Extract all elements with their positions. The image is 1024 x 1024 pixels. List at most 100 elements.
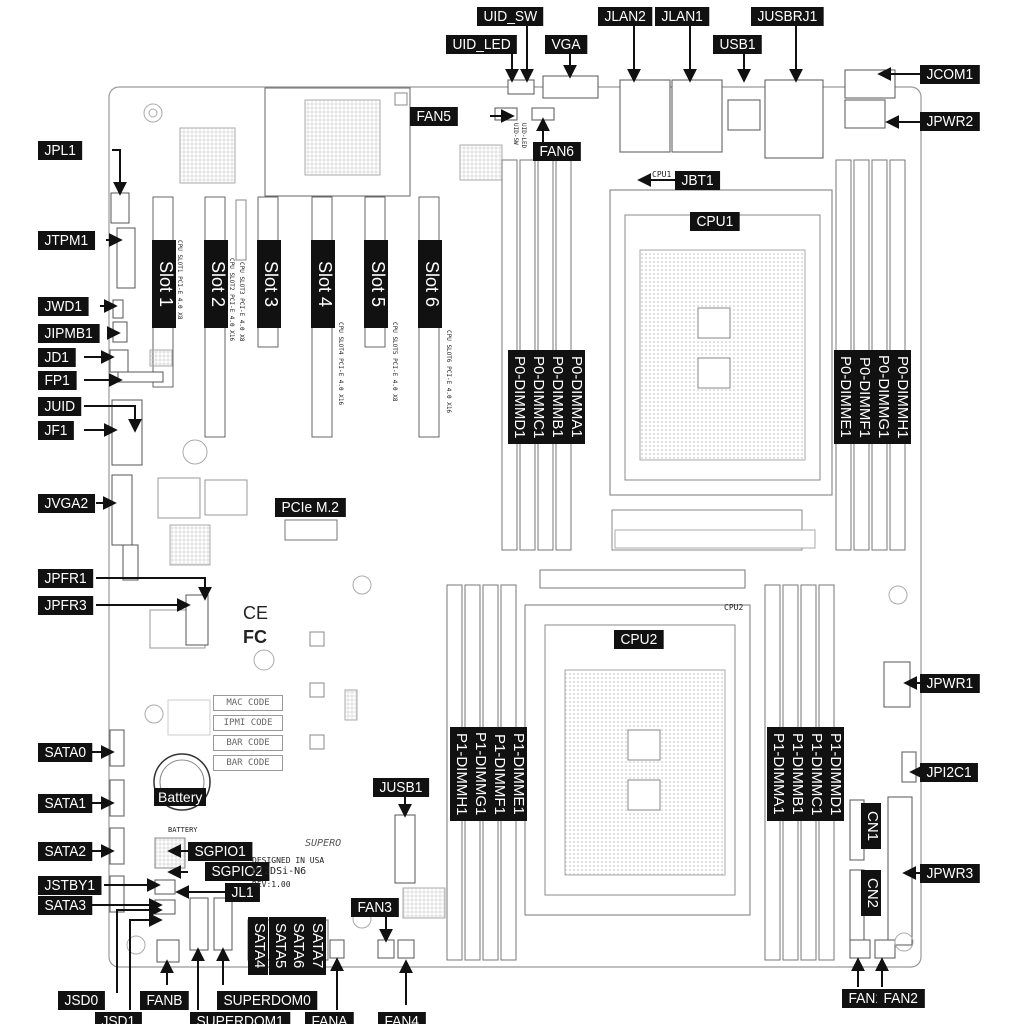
label-jl1: JL1 — [225, 883, 261, 902]
label-cpu1: CPU1 — [690, 212, 740, 231]
silk-uid-sw: UID-SW — [512, 123, 519, 145]
label-jlan1: JLAN1 — [655, 7, 710, 26]
jlan1-port — [671, 79, 723, 153]
label-fan3: FAN3 — [351, 898, 399, 917]
label-p0-dimma1: P0-DIMMA1 — [565, 350, 585, 444]
silk-slot-1: CPU SLOT1 PCI-E 4.0 X8 — [176, 240, 183, 320]
label-p1-dimma1: P1-DIMMA1 — [767, 727, 787, 821]
label-fan6: FAN6 — [533, 142, 581, 161]
jusbrj1-port — [764, 79, 824, 159]
label-cn2: CN2 — [861, 870, 881, 916]
label-jpwr2: JPWR2 — [920, 112, 980, 131]
label-fan5: FAN5 — [410, 107, 458, 126]
label-p0-dimmd1: P0-DIMMD1 — [508, 350, 528, 444]
jpwr1-connector — [883, 661, 911, 708]
label-usb1: USB1 — [713, 35, 762, 54]
label-fan4: FAN4 — [378, 1012, 426, 1024]
label-sgpio2: SGPIO2 — [205, 862, 270, 881]
label-battery: Battery — [154, 788, 207, 806]
fcc-mark: FC — [243, 627, 267, 647]
m2-connector — [284, 519, 338, 541]
label-juid: JUID — [38, 397, 82, 416]
jusb1-header — [394, 814, 416, 884]
jlan2-port — [619, 79, 671, 153]
label-jpfr1: JPFR1 — [38, 569, 94, 588]
label-superdom0: SUPERDOM0 — [217, 991, 318, 1010]
label-jlan2: JLAN2 — [598, 7, 653, 26]
ipmi-code-box: IPMI CODE — [213, 715, 283, 731]
label-slot-5: Slot 5 — [364, 240, 388, 328]
silk-rev: REV:1.00 — [252, 880, 291, 889]
vga-port — [542, 75, 599, 99]
cpu2-socket — [524, 604, 751, 916]
silk-slot-3: CPU SLOT3 PCI-E 4.0 X8 — [238, 262, 245, 342]
jpwr3-connector — [887, 796, 913, 946]
silk-slot-5: CPU SLOT5 PCI-E 4.0 X8 — [391, 322, 398, 402]
label-uid-sw: UID_SW — [477, 7, 544, 26]
label-p1-dimmb1: P1-DIMMB1 — [786, 727, 806, 821]
silk-slot-6: CPU SLOT6 PCI-E 4.0 X16 — [445, 330, 452, 414]
label-fana: FANA — [305, 1012, 354, 1024]
label-jpfr3: JPFR3 — [38, 596, 94, 615]
silk-designed: DESIGNED IN USA — [252, 856, 325, 865]
label-p0-dimmb1: P0-DIMMB1 — [546, 350, 566, 444]
label-jsd0: JSD0 — [58, 991, 105, 1010]
ce-mark: CE — [243, 603, 269, 623]
silk-model: H12DSi-N6 — [252, 866, 307, 877]
label-sata3: SATA3 — [38, 896, 93, 915]
bmc-chip — [304, 99, 381, 176]
label-sata2: SATA2 — [38, 842, 93, 861]
label-jwd1: JWD1 — [38, 297, 89, 316]
silk-battery: BATTERY — [168, 826, 198, 834]
label-p1-dimmc1: P1-DIMMC1 — [805, 727, 825, 821]
label-p0-dimmf1: P0-DIMMF1 — [853, 350, 873, 444]
label-p0-dimmh1: P0-DIMMH1 — [891, 350, 911, 444]
silk-uid-led: UID-LED — [520, 123, 527, 149]
label-slot-2: Slot 2 — [204, 240, 228, 328]
label-p1-dimmh1: P1-DIMMH1 — [450, 727, 470, 821]
label-jpl1: JPL1 — [38, 141, 83, 160]
label-slot-1: Slot 1 — [152, 240, 176, 328]
label-sata0: SATA0 — [38, 743, 93, 762]
label-jusb1: JUSB1 — [373, 778, 429, 797]
label-jipmb1: JIPMB1 — [38, 324, 100, 343]
label-fp1: FP1 — [38, 371, 77, 390]
fan5-header — [494, 107, 518, 121]
label-cn1: CN1 — [861, 803, 881, 849]
label-jd1: JD1 — [38, 348, 76, 367]
label-jbt1: JBT1 — [675, 171, 721, 190]
label-jpwr3: JPWR3 — [920, 864, 980, 883]
label-p1-dimmf1: P1-DIMMF1 — [488, 727, 508, 821]
label-vga: VGA — [545, 35, 588, 54]
usb1-port — [727, 99, 761, 131]
label-superdom1: SUPERDOM1 — [190, 1012, 291, 1024]
label-jstby1: JSTBY1 — [38, 876, 102, 895]
label-jusbrj1: JUSBRJ1 — [751, 7, 824, 26]
label-slot-3: Slot 3 — [257, 240, 281, 328]
label-sata6: SATA6 — [287, 917, 307, 975]
label-jcom1: JCOM1 — [920, 65, 980, 84]
label-jsd1: JSD1 — [95, 1012, 142, 1024]
label-fanb: FANB — [140, 991, 189, 1010]
label-jpi2c1: JPI2C1 — [920, 763, 979, 782]
silk-cpu2: CPU2 — [724, 603, 744, 612]
jpwr2-connector — [844, 99, 886, 129]
label-jpwr1: JPWR1 — [920, 674, 980, 693]
bar-code-box-2: BAR CODE — [213, 755, 283, 771]
label-sata7: SATA7 — [306, 917, 326, 975]
label-slot-6: Slot 6 — [418, 240, 442, 328]
label-p1-dimme1: P1-DIMME1 — [507, 727, 527, 821]
label-p0-dimmc1: P0-DIMMC1 — [527, 350, 547, 444]
silk-slot-2: CPU SLOT2 PCI-E 4.0 X16 — [228, 258, 235, 342]
fan6-header — [531, 107, 555, 121]
silk-slot-4: CPU SLOT4 PCI-E 4.0 X16 — [337, 322, 344, 406]
silk-brand: SUPERO — [305, 838, 342, 849]
label-p1-dimmg1: P1-DIMMG1 — [469, 727, 489, 821]
label-jtpm1: JTPM1 — [38, 231, 95, 250]
chip-upper-left — [179, 127, 236, 184]
label-fan2: FAN2 — [877, 989, 925, 1008]
label-p0-dimmg1: P0-DIMMG1 — [872, 350, 892, 444]
label-jvga2: JVGA2 — [38, 494, 95, 513]
label-pcie-m2: PCIe M.2 — [275, 498, 346, 517]
